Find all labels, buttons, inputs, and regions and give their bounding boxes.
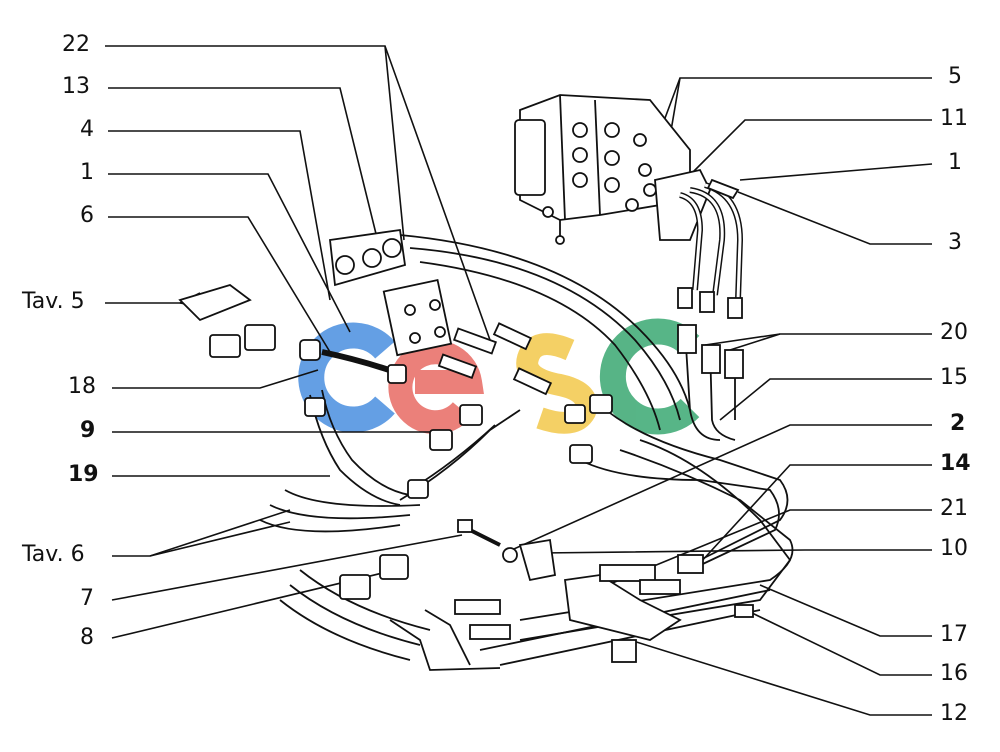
callout-2: 2 — [950, 411, 966, 436]
callout-13: 13 — [62, 74, 90, 99]
callout-12: 12 — [940, 701, 968, 726]
hydraulic-hoses — [399, 234, 744, 441]
callout-18: 18 — [68, 374, 96, 399]
callout-tav-5: Tav. 5 — [22, 289, 85, 314]
fittings — [178, 228, 754, 671]
callout-1-left: 1 — [80, 160, 94, 185]
callout-11: 11 — [940, 106, 968, 131]
watermark-logo — [298, 318, 700, 435]
callout-9: 9 — [80, 418, 96, 443]
callout-19: 19 — [68, 462, 99, 487]
watermark-letter-c2 — [599, 318, 700, 435]
callout-17: 17 — [940, 622, 968, 647]
control-valve-block — [514, 94, 691, 245]
callout-14: 14 — [940, 451, 971, 476]
callout-6: 6 — [80, 203, 94, 228]
callout-4: 4 — [80, 117, 94, 142]
callout-10: 10 — [940, 536, 968, 561]
callout-15: 15 — [940, 365, 968, 390]
callout-3: 3 — [948, 230, 962, 255]
callout-1-right: 1 — [948, 150, 962, 175]
callout-20: 20 — [940, 320, 968, 345]
callout-tav-6: Tav. 6 — [22, 542, 85, 567]
watermark-letter-c — [298, 322, 395, 433]
callout-21: 21 — [940, 496, 968, 521]
tube-flange-assembly — [654, 168, 744, 319]
callout-16: 16 — [940, 661, 968, 686]
left-hoses — [259, 389, 521, 661]
callout-7: 7 — [80, 586, 94, 611]
callout-8: 8 — [80, 625, 94, 650]
leader-lines — [105, 45, 933, 716]
callout-5: 5 — [948, 64, 962, 89]
callout-22: 22 — [62, 32, 90, 57]
